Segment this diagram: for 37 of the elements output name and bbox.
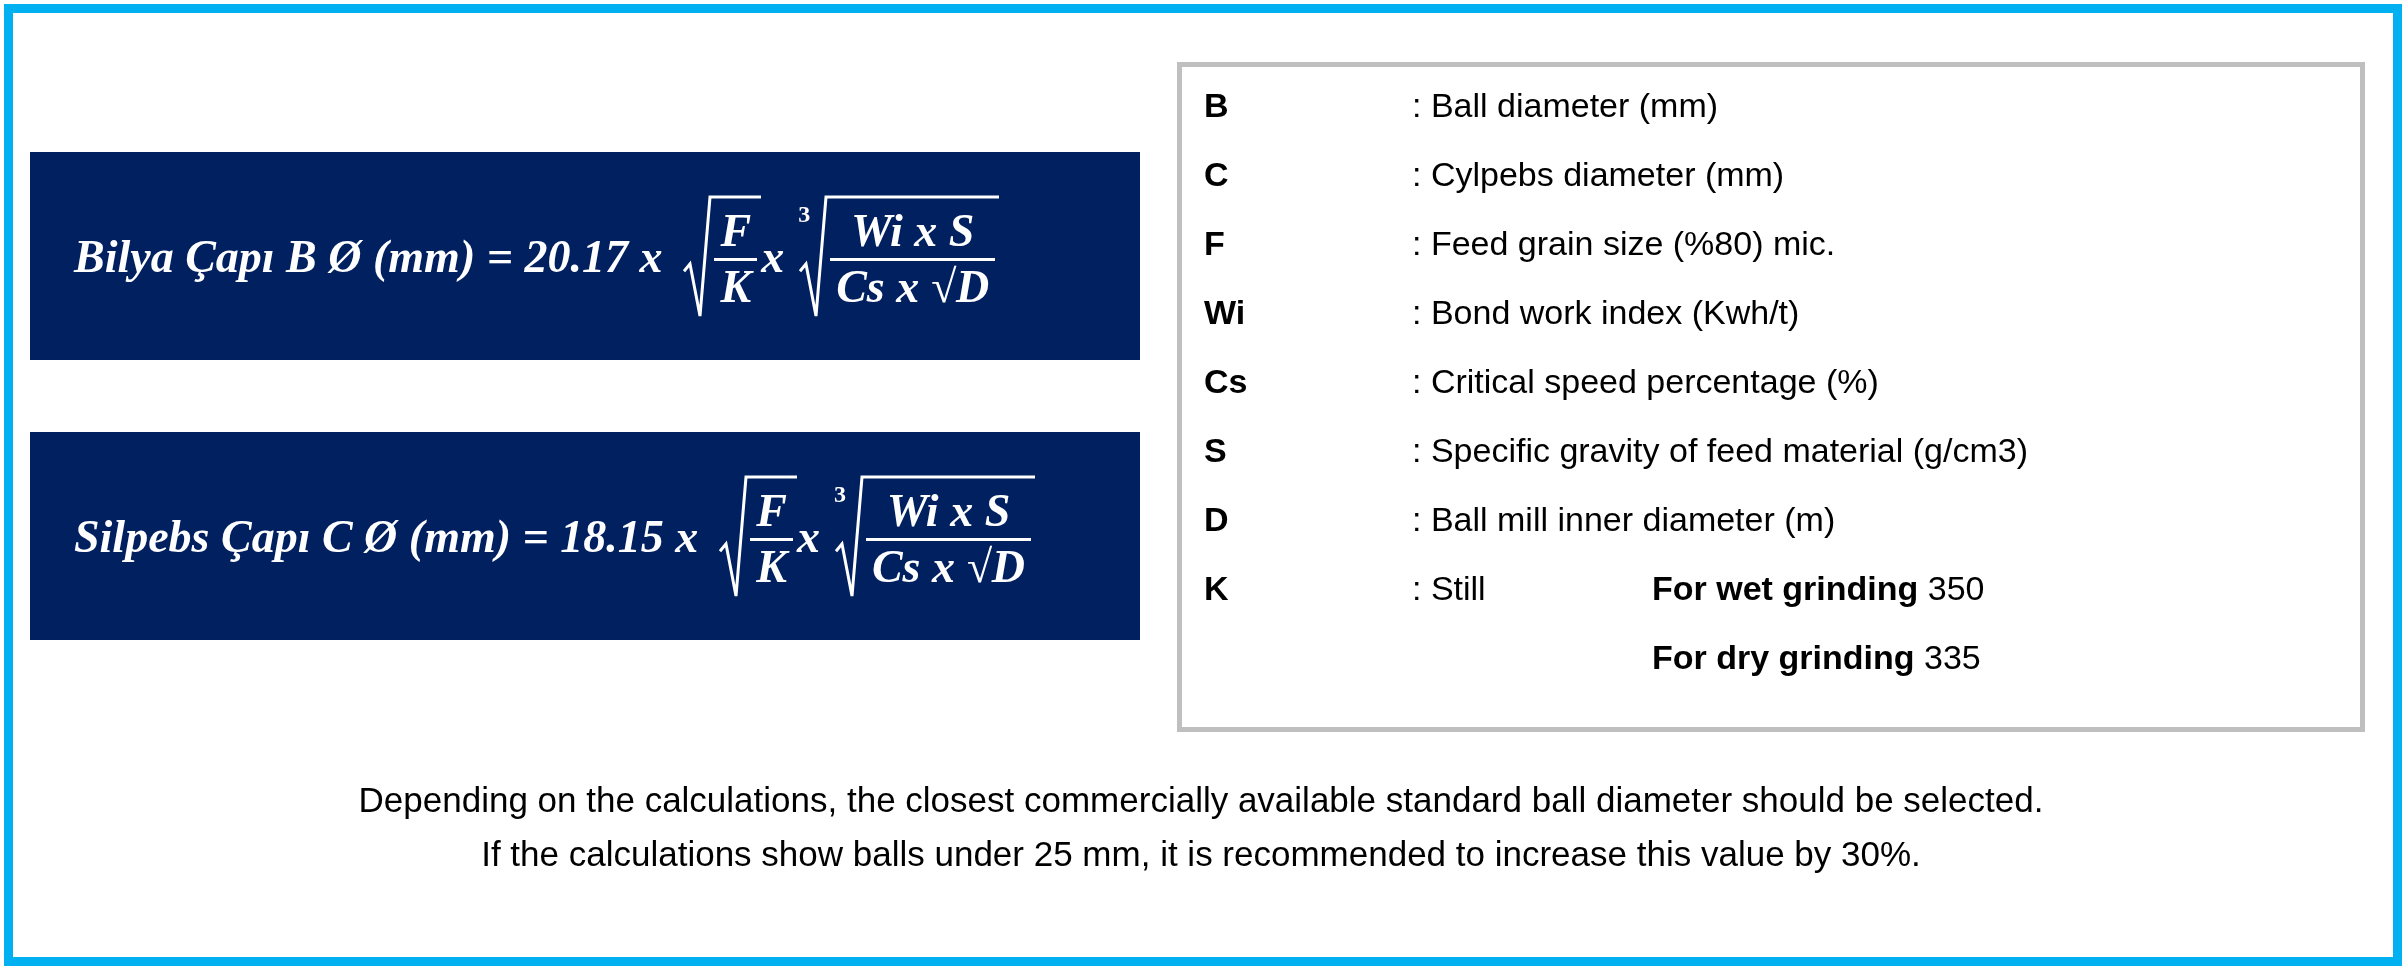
root-index: 3 [798,200,811,228]
denominator: K [719,260,755,314]
multiplication-sign: x [761,229,785,283]
definition-text: For wet grinding 350 [1652,568,1985,608]
definitions-panel [1177,62,2365,732]
definition-text: : Still [1412,568,1486,608]
definition-text: : Critical speed percentage (%) [1412,361,1879,401]
symbol-label: Cs [1204,361,1248,401]
symbol-label: D [1204,499,1229,539]
formula-text: Bilya Çapı B Ø (mm) = 20.17 x [74,229,663,283]
formula-text: Silpebs Çapı C Ø (mm) = 18.15 x [74,509,699,563]
definition-text: : Bond work index (Kwh/t) [1412,292,1800,332]
symbol-label: F [1204,223,1225,263]
formula-panel [30,432,1140,640]
note-text: If the calculations show balls under 25 mm, it is recommended to increase this value by 30%. [481,834,1921,873]
denominator: K [750,540,793,594]
numerator: Wi x S [849,204,976,258]
definition-text: : Feed grain size (%80) mic. [1412,223,1836,263]
numerator: F [719,204,753,258]
symbol-label: S [1204,430,1227,470]
denominator: Cs x √D [870,540,1026,594]
symbol-label: B [1204,85,1229,125]
numerator: Wi x S [885,484,1012,538]
root-index: 3 [833,480,846,508]
denominator: Cs x √D [835,260,991,314]
symbol-label: K [1204,568,1229,608]
symbol-label: Wi [1204,292,1246,332]
symbol-label: C [1204,154,1229,194]
note-text: Depending on the calculations, the closest commercially available standard ball diameter should be selected. [358,780,2044,819]
definition-text: : Ball mill inner diameter (m) [1412,499,1836,539]
multiplication-sign: x [796,509,820,563]
definition-text: : Ball diameter (mm) [1412,85,1719,125]
definition-text: For dry grinding 335 [1652,637,1981,677]
definition-text: : Cylpebs diameter (mm) [1412,154,1785,194]
formula-panel [30,152,1140,360]
definition-text: : Specific gravity of feed material (g/cm3) [1412,430,2028,470]
numerator: F [755,484,788,538]
